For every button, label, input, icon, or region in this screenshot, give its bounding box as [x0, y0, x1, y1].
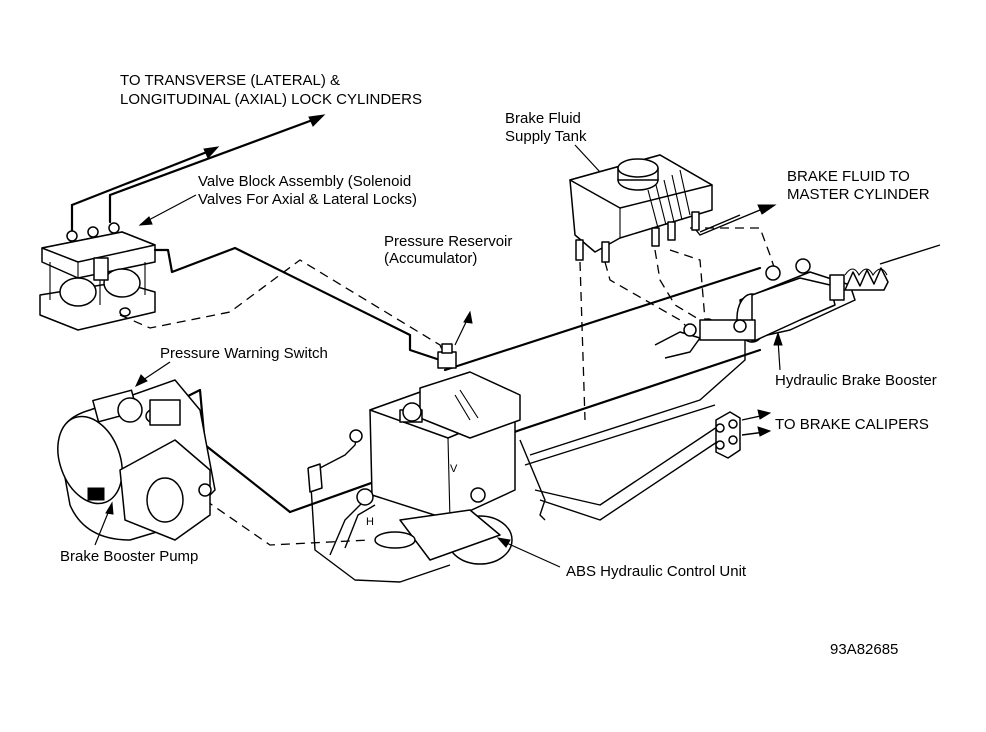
return-lines [119, 227, 776, 546]
reservoir-label-line1: Pressure Reservoir [384, 233, 513, 250]
valve-v-mark: V [450, 463, 458, 475]
abs-hydraulic-control-unit [307, 371, 561, 568]
hydraulic-brake-booster [654, 244, 941, 371]
supply-tank-label-line1: Brake Fluid [505, 110, 581, 127]
brake-fluid-supply-tank [569, 144, 777, 263]
valve-block-label-line2: Valves For Axial & Lateral Locks) [198, 191, 417, 208]
valve-block-leader [138, 194, 197, 226]
master-cylinder-arrow [699, 214, 741, 233]
to-calipers-label: TO BRAKE CALIPERS [775, 416, 929, 433]
transverse-label-line2: LONGITUDINAL (AXIAL) LOCK CYLINDERS [120, 91, 423, 108]
pressure-lines [153, 246, 762, 583]
transverse-label-line1: TO TRANSVERSE (LATERAL) & [120, 72, 341, 89]
booster-pump-label: Brake Booster Pump [60, 548, 199, 565]
brake-booster-pump [57, 361, 216, 546]
to-master-label-line1: BRAKE FLUID TO [787, 168, 910, 185]
valve-block-label-line1: Valve Block Assembly (Solenoid [198, 173, 412, 190]
lock-cylinder-arrows [70, 114, 326, 232]
figure-id: 93A82685 [830, 641, 899, 658]
valve-block-assembly [39, 222, 156, 331]
hydraulic-booster-label: Hydraulic Brake Booster [775, 372, 937, 389]
warning-switch-label: Pressure Warning Switch [160, 345, 328, 362]
abs-unit-label: ABS Hydraulic Control Unit [566, 563, 747, 580]
supply-tank-label-line2: Supply Tank [505, 128, 587, 145]
pressure-reservoir [437, 310, 473, 369]
valve-h-mark: H [366, 516, 374, 528]
to-master-label-line2: MASTER CYLINDER [787, 186, 930, 203]
reservoir-label-line2: (Accumulator) [384, 250, 478, 267]
caliper-fittings [715, 409, 772, 459]
